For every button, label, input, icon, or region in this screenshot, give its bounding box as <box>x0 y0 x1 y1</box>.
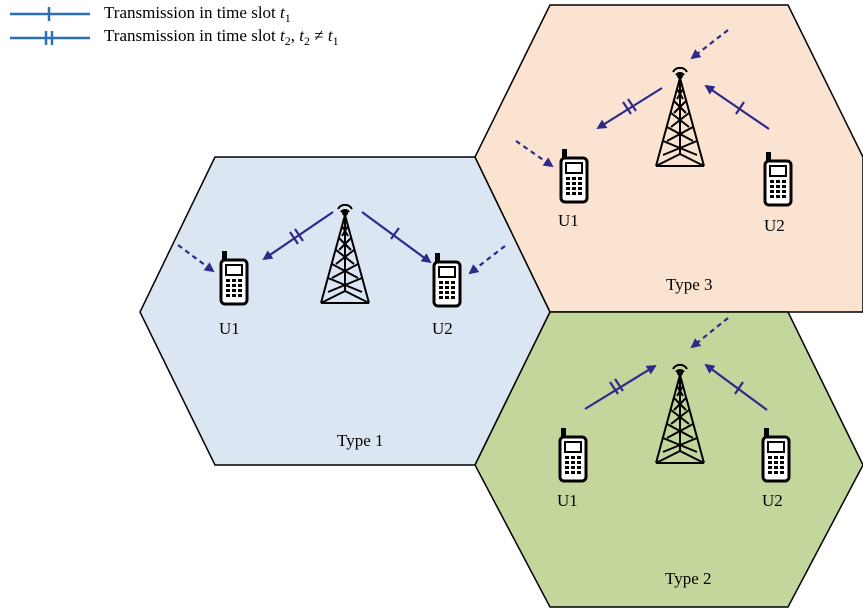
phone-icon <box>219 249 249 306</box>
links-type2 <box>584 317 768 411</box>
cell-type2: Type 2 <box>474 311 863 608</box>
legend-item-slot2: Transmission in time slot t2, t2 ≠ t1 <box>10 26 339 48</box>
cell-label-type2: Type 2 <box>665 569 712 588</box>
cell-label-type1: Type 1 <box>337 431 384 450</box>
downlink-arrow-slot2 <box>596 87 663 130</box>
tick-mark <box>735 101 745 115</box>
user-label-type2-u2: U2 <box>762 491 783 510</box>
uplink-arrow-slot1 <box>704 363 768 411</box>
cell-type1: Type 1 <box>139 156 551 466</box>
tick-mark <box>734 381 744 395</box>
user-label-type3-u2: U2 <box>764 216 785 235</box>
interference-arrow <box>690 317 729 349</box>
user-label-type1-u1: U1 <box>219 319 240 338</box>
phone-icon <box>761 426 791 483</box>
user-label-type1-u2: U2 <box>432 319 453 338</box>
links-type1 <box>177 211 506 275</box>
cell-label-type3: Type 3 <box>666 275 713 294</box>
downlink-arrow-slot1 <box>361 211 432 264</box>
tick-mark <box>609 381 619 395</box>
tick-mark <box>294 228 304 242</box>
hexagon-type1 <box>139 156 551 466</box>
links-type3 <box>515 29 770 168</box>
user-label-type3-u1: U1 <box>558 211 579 230</box>
phone-icon <box>559 147 589 204</box>
tick-mark <box>622 101 632 115</box>
interference-arrow <box>177 244 215 273</box>
interference-arrow <box>690 29 729 60</box>
tick-mark <box>627 98 637 112</box>
uplink-arrow-slot1 <box>704 84 770 130</box>
legend: Transmission in time slot t1 Transmissio… <box>10 3 339 48</box>
hexagon-type2 <box>474 311 863 608</box>
phone-icon <box>763 150 793 207</box>
user-label-type2-u1: U1 <box>557 491 578 510</box>
legend-item-slot1: Transmission in time slot t1 <box>10 3 291 25</box>
tick-mark <box>390 227 400 240</box>
phone-icon <box>432 251 462 308</box>
tick-mark <box>289 231 299 245</box>
interference-arrow <box>515 140 554 168</box>
tick-mark <box>614 378 624 392</box>
phone-icon <box>558 426 588 483</box>
interference-arrow <box>468 245 506 275</box>
legend-label-slot2: Transmission in time slot t2, t2 ≠ t1 <box>104 26 339 48</box>
legend-label-slot1: Transmission in time slot t1 <box>104 3 291 25</box>
